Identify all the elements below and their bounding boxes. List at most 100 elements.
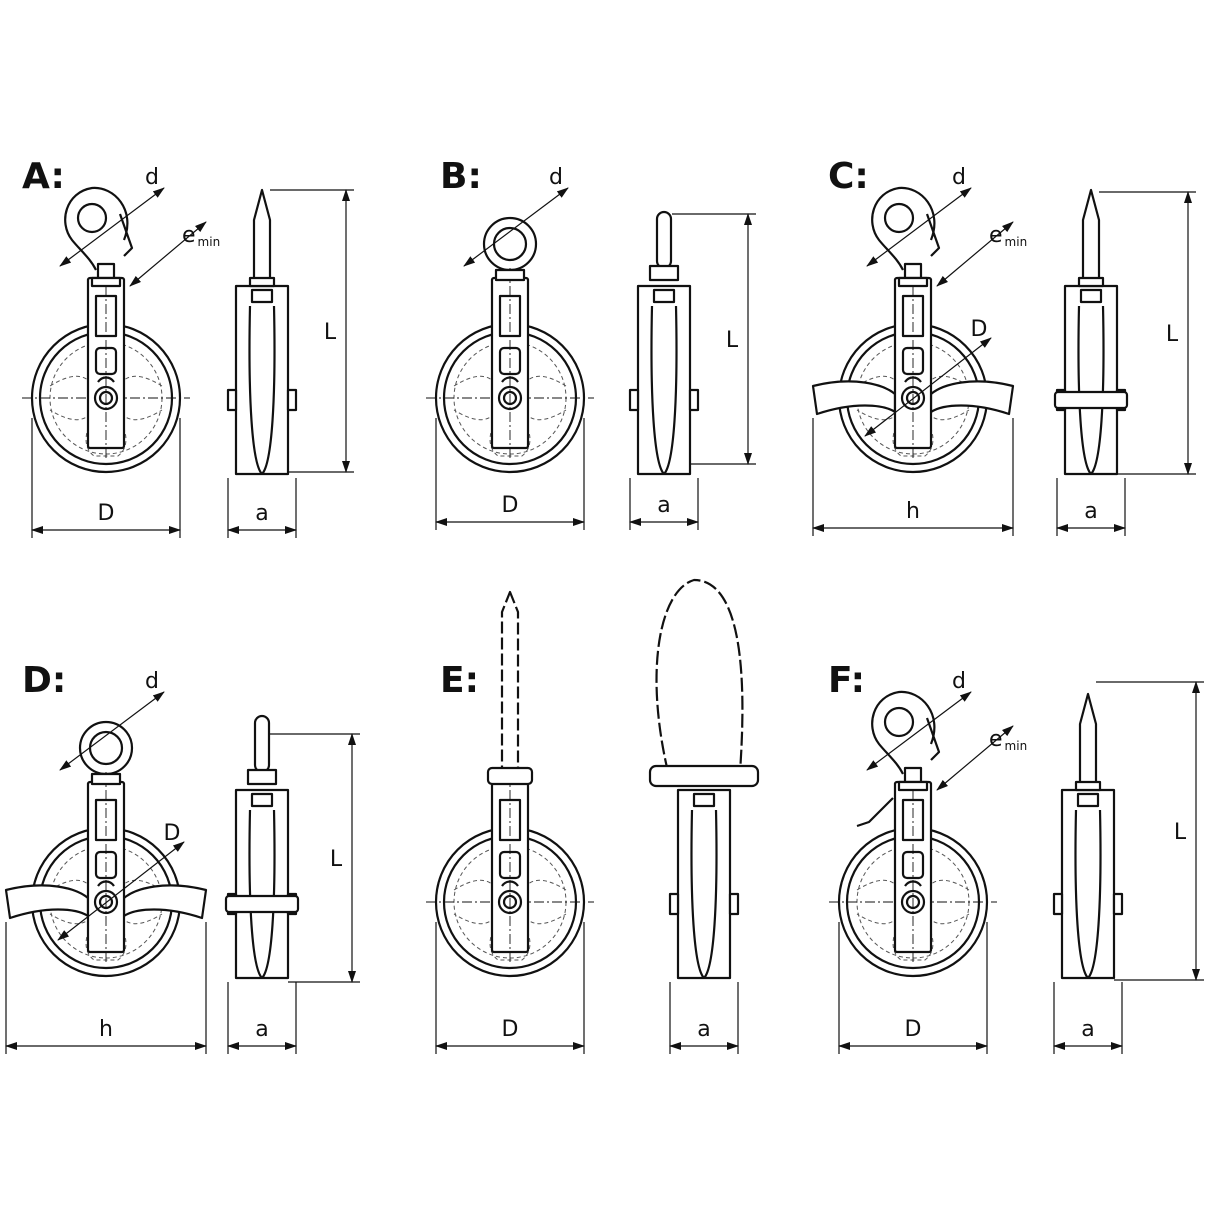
- spoke-right: [117, 375, 163, 421]
- side-frame: [636, 284, 692, 476]
- side-hook-spike: [252, 188, 272, 282]
- groove-right: [663, 305, 678, 475]
- variant-label-e: E:: [440, 660, 479, 701]
- chain-swivel: [486, 766, 534, 786]
- axle-cap-left: [226, 388, 238, 412]
- d-dim-line: [463, 187, 569, 267]
- eye-collar: [494, 268, 526, 282]
- wheel-diagonal-dim-line: [864, 337, 992, 437]
- axle-cap-right: [286, 388, 298, 412]
- spoke-left: [856, 879, 902, 925]
- groove-right: [1090, 305, 1105, 475]
- hook-throat: [883, 706, 915, 738]
- length-dim-label: L: [1174, 820, 1187, 845]
- emin-subscript: min: [1005, 739, 1028, 753]
- d-dim-line: [866, 691, 972, 771]
- d-dim-label: d: [145, 165, 159, 190]
- eye-ring-inner: [88, 730, 124, 766]
- hook-collar: [897, 780, 929, 792]
- side-nut: [250, 792, 274, 808]
- hook-outline: [64, 186, 129, 271]
- spoke-left: [49, 375, 95, 421]
- side-collar: [248, 276, 276, 288]
- groove-left: [690, 809, 705, 979]
- groove-left: [248, 809, 263, 979]
- side-collar: [648, 264, 680, 282]
- side-width-dim-label: a: [255, 1017, 268, 1042]
- spoke-left: [453, 375, 499, 421]
- lock-handle: [856, 797, 894, 828]
- emin-dim-line: [936, 221, 1014, 287]
- chain-yoke: [648, 764, 760, 788]
- hook-swivel: [903, 262, 923, 280]
- variant-label-b: B:: [440, 156, 482, 197]
- chain-column: [500, 590, 520, 774]
- groove-right: [261, 305, 276, 475]
- length-dim-label: L: [726, 328, 739, 353]
- variant-label-d: D:: [22, 660, 66, 701]
- spoke-right: [521, 879, 567, 925]
- side-frame: [1063, 284, 1119, 476]
- hook-collar: [897, 276, 929, 288]
- d-dim-label: d: [952, 165, 966, 190]
- d-dim-line: [866, 187, 972, 267]
- emin-dim-line: [129, 221, 207, 287]
- eye-ring-outer: [482, 216, 538, 272]
- side-collar: [1077, 276, 1105, 288]
- side-nut: [1079, 288, 1103, 304]
- variant-label-f: F:: [828, 660, 865, 701]
- spoke-left: [453, 879, 499, 925]
- side-hook-spike: [1081, 188, 1101, 282]
- length-dim-label: L: [324, 320, 337, 345]
- side-eye-pin: [655, 210, 673, 270]
- axle-cap-left: [628, 388, 640, 412]
- side-nut: [652, 288, 676, 304]
- front-width-dim-label: h: [99, 1017, 113, 1042]
- variant-label-c: C:: [828, 156, 869, 197]
- front-width-dim-label: D: [502, 493, 519, 518]
- groove-left: [1077, 305, 1092, 475]
- groove-left: [650, 305, 665, 475]
- eye-collar: [90, 772, 122, 786]
- side-collar: [1074, 780, 1102, 792]
- length-dim-label: L: [1166, 322, 1179, 347]
- hook-outline: [871, 690, 936, 775]
- axle-cap-right: [688, 388, 700, 412]
- side-guide-tab: [224, 894, 300, 914]
- spoke-right: [924, 879, 970, 925]
- eye-ring-inner: [492, 226, 528, 262]
- d-dim-line: [59, 691, 165, 771]
- hook-swivel: [903, 766, 923, 784]
- hook-outline: [871, 186, 936, 271]
- d-dim-line: [59, 187, 165, 267]
- axle-cap-right: [728, 892, 740, 916]
- hook-collar: [90, 276, 122, 288]
- emin-dim-line: [936, 725, 1014, 791]
- wheel-diagonal-dim-line: [57, 841, 185, 941]
- d-dim-label: d: [549, 165, 563, 190]
- side-width-dim-label: a: [255, 501, 268, 526]
- side-hook-spike: [1078, 692, 1098, 786]
- groove-left: [1074, 809, 1089, 979]
- side-frame: [1060, 788, 1116, 980]
- side-frame: [234, 788, 290, 980]
- guide-tab-right: [122, 884, 208, 920]
- side-eye-pin: [253, 714, 271, 774]
- front-width-dim-label: D: [98, 501, 115, 526]
- guide-tab-left: [4, 884, 90, 920]
- hook-throat: [76, 202, 108, 234]
- guide-tab-left: [811, 380, 897, 416]
- axle-cap-left: [668, 892, 680, 916]
- wheel-diagonal-dim-label: D: [164, 821, 181, 846]
- side-frame: [234, 284, 290, 476]
- axle-cap-left: [1052, 892, 1064, 916]
- emin-subscript: min: [198, 235, 221, 249]
- groove-right: [703, 809, 718, 979]
- groove-right: [261, 809, 276, 979]
